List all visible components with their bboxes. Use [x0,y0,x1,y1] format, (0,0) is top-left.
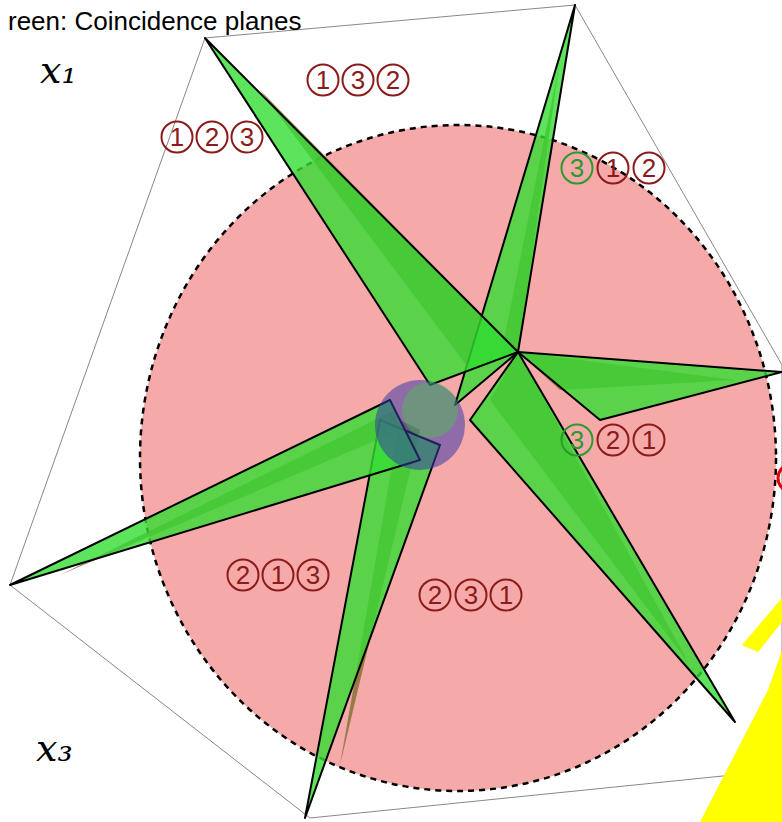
circle-ring [228,560,259,591]
circle-ring [420,580,451,611]
circle-ring [232,122,263,153]
particle-number: 1 [271,562,285,588]
circle-ring [562,425,593,456]
yellow-arrow [700,598,782,822]
order-circle: 1 [632,423,666,457]
particle-number: 3 [306,562,320,588]
order-circle: 2 [632,151,666,185]
circle-ring [598,425,629,456]
origin-sphere-overlay [402,382,458,438]
particle-number: 1 [170,124,184,150]
particle-number: 1 [499,582,513,608]
circle-ring [308,65,339,96]
order-circle: 1 [596,151,630,185]
particle-number: 2 [386,67,400,93]
order-circle: 2 [195,120,229,154]
circle-ring [634,425,665,456]
circle-ring [162,122,193,153]
axis-label: x₁ [40,48,77,92]
circle-ring [378,65,409,96]
order-circle: 2 [418,578,452,612]
particle-number: 1 [606,155,620,181]
order-circle: 1 [489,578,523,612]
circle-ring [263,560,294,591]
order-circle: 1 [306,63,340,97]
circle-ring [562,153,593,184]
ordering-disk [140,125,776,791]
particle-number: 3 [570,155,584,181]
circle-ring [634,153,665,184]
particle-number: 3 [240,124,254,150]
particle-number: 3 [570,427,584,453]
particle-number: 1 [316,67,330,93]
particle-number: 2 [428,582,442,608]
order-circle: 3 [230,120,264,154]
order-circle: 2 [226,558,260,592]
order-circle: 3 [454,578,488,612]
order-circle: 2 [596,423,630,457]
order-circle: 3 [560,423,594,457]
order-circle: 2 [376,63,410,97]
figure-note: reen: Coincidence planes [8,6,301,37]
circle-ring [598,153,629,184]
circle-ring [197,122,228,153]
circle-ring [343,65,374,96]
order-circle: 1 [160,120,194,154]
particle-number: 2 [642,155,656,181]
particle-number: 2 [205,124,219,150]
order-circle: 1 [261,558,295,592]
cube-outline [10,5,782,818]
particle-number: 2 [236,562,250,588]
particle-number: 3 [464,582,478,608]
order-circle: 3 [296,558,330,592]
particle-number: 1 [642,427,656,453]
origin-sphere [375,380,465,470]
circle-ring [298,560,329,591]
order-circle: 3 [560,151,594,185]
order-circle: 3 [341,63,375,97]
particle-number: 3 [351,67,365,93]
plane-overlap-strips [60,60,735,765]
circle-ring [491,580,522,611]
coincidence-planes [10,5,782,818]
circle-ring [456,580,487,611]
particle-number: 2 [606,427,620,453]
red-marker [778,464,782,492]
axis-label: x₃ [36,726,73,770]
